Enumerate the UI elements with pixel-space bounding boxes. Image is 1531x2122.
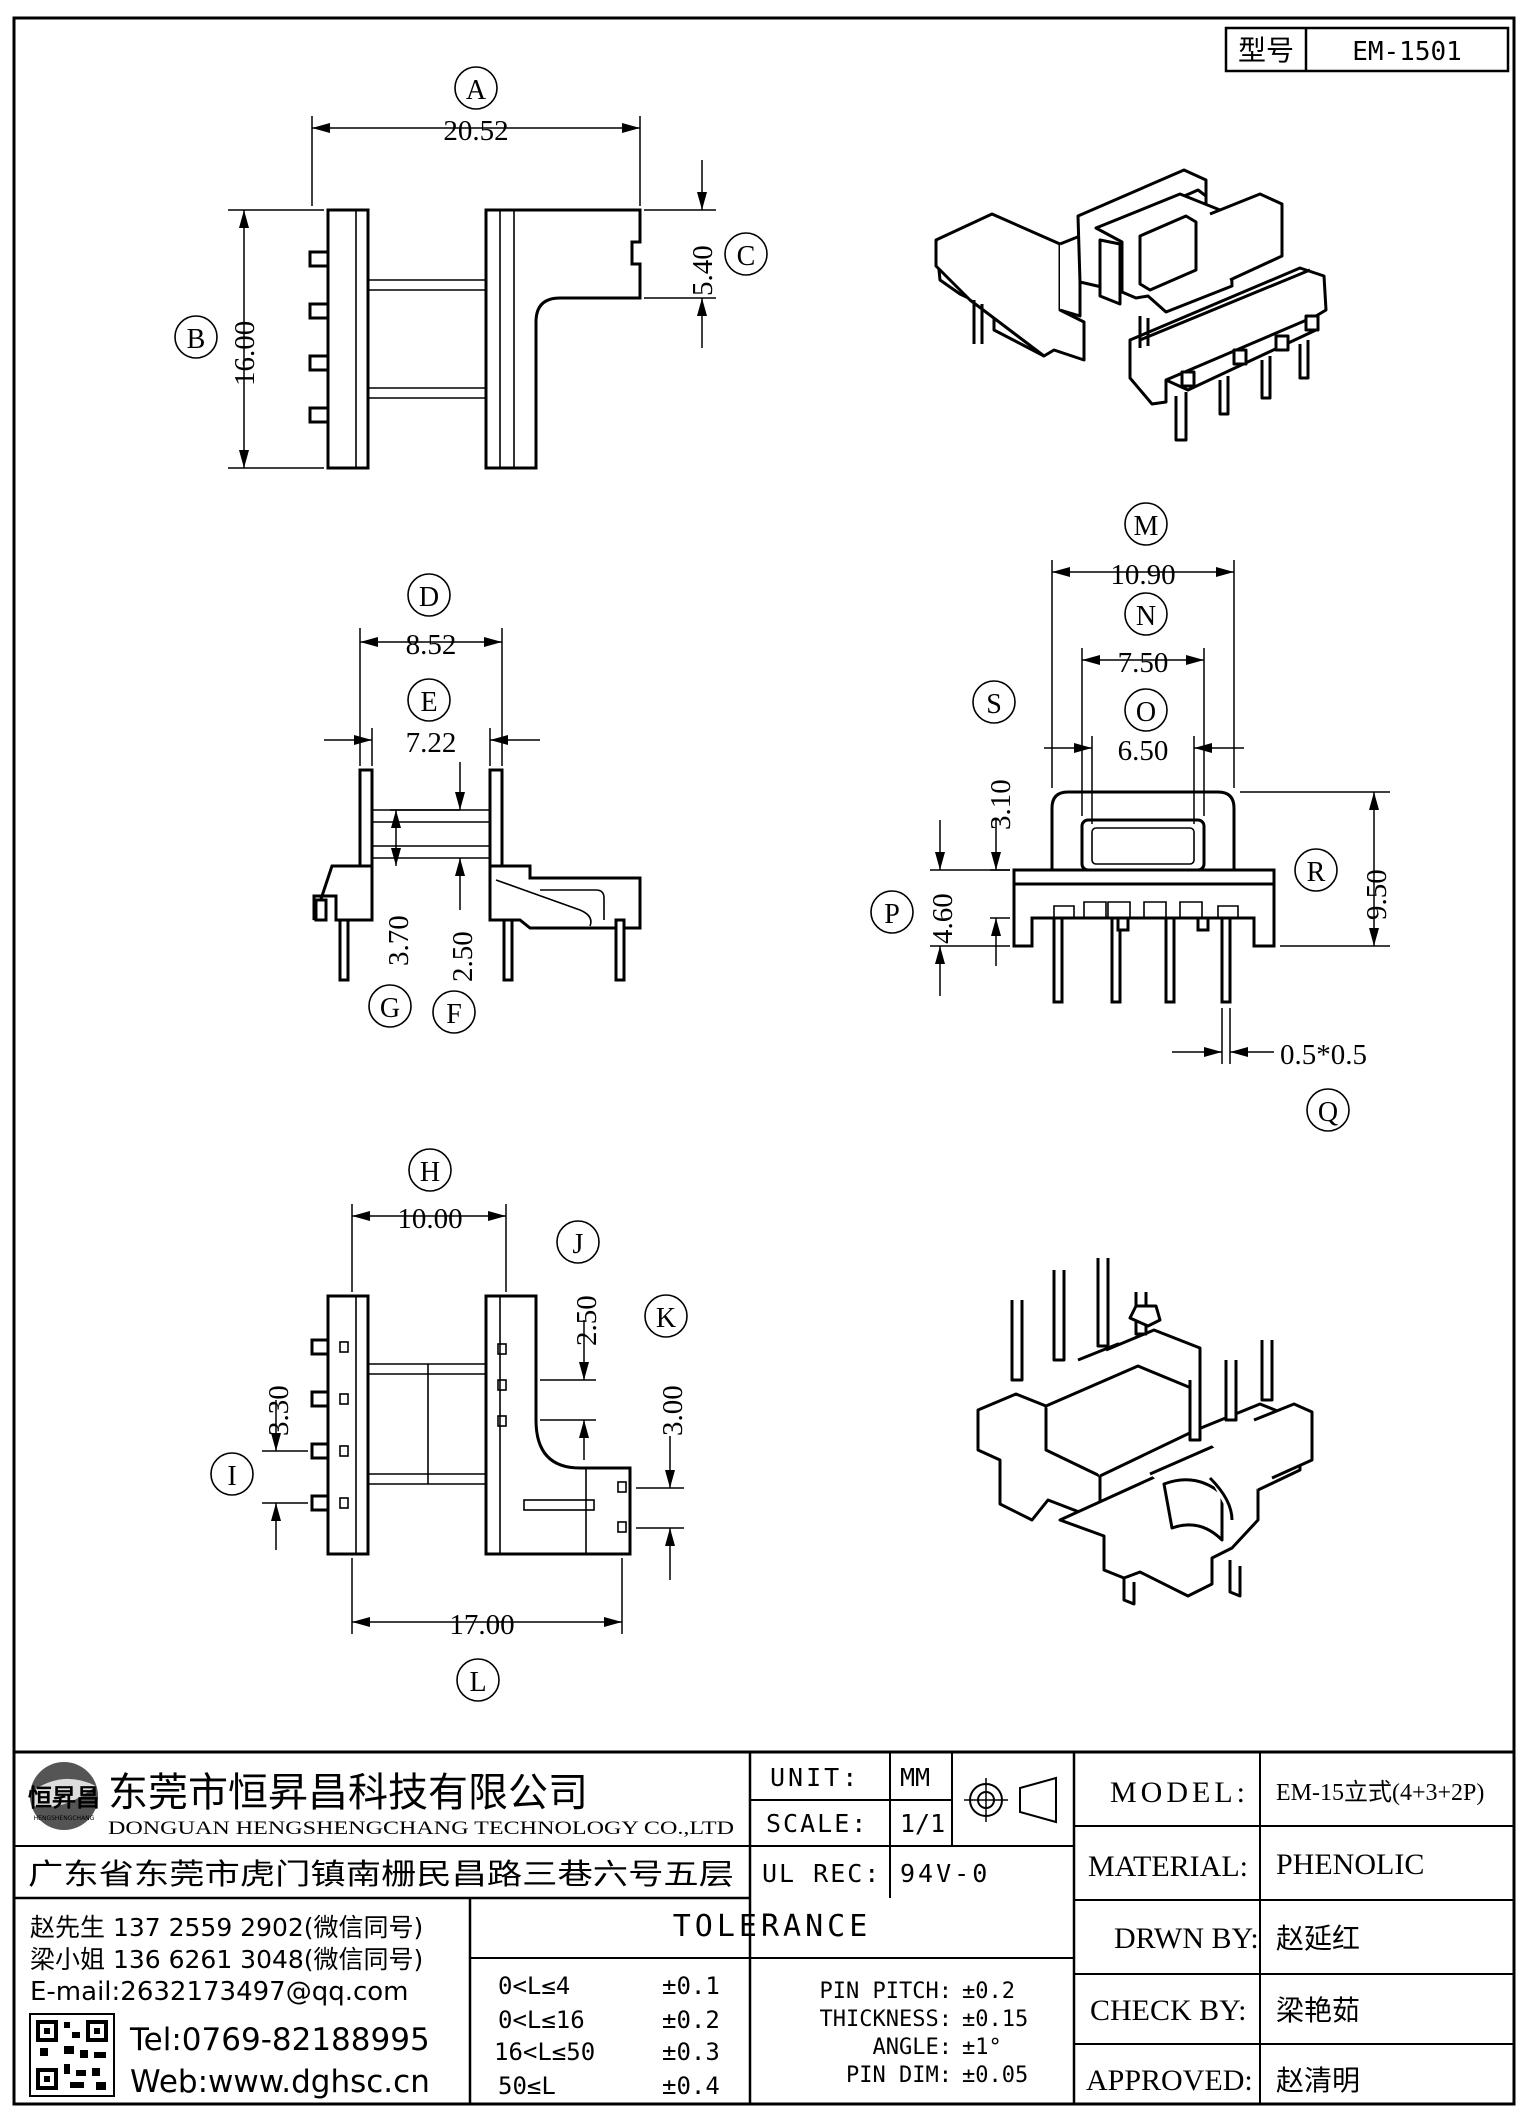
dim-k-letter: K xyxy=(656,1303,676,1334)
dim-j-value: 2.50 xyxy=(571,1295,603,1346)
tolerance-title: TOLERANCE xyxy=(673,1909,872,1944)
dim-n-letter: N xyxy=(1136,601,1156,632)
model-value: EM-15立式(4+3+2P) xyxy=(1276,1779,1484,1806)
dim-q-value: 0.5*0.5 xyxy=(1280,1039,1367,1071)
drwn-label: DRWN BY: xyxy=(1114,1922,1259,1955)
pin-dim-value: ±0.05 xyxy=(962,2063,1028,2088)
isometric-view-top xyxy=(934,168,1328,442)
check-value: 梁艳茹 xyxy=(1276,1994,1360,2027)
thickness-label: THICKNESS: xyxy=(820,2007,952,2032)
isometric-view-bottom xyxy=(976,1258,1314,1606)
material-value: PHENOLIC xyxy=(1276,1848,1424,1881)
angle-label: ANGLE: xyxy=(873,2035,952,2060)
dim-n-value: 7.50 xyxy=(1118,647,1169,679)
dim-d-letter: D xyxy=(419,582,439,613)
scale-value: 1/1 xyxy=(900,1809,945,1838)
dim-p-value: 4.60 xyxy=(927,893,959,944)
contact-web: Web:www.dghsc.cn xyxy=(130,2064,430,2100)
logo-subtext: HENGSHENGCHANG xyxy=(34,1815,95,1822)
title-block: 恒昇昌 HENGSHENGCHANG 东莞市恒昇昌科技有限公司 DONGUAN … xyxy=(14,1750,1514,2104)
scale-label: SCALE: xyxy=(766,1809,868,1838)
dim-p-letter: P xyxy=(884,899,900,930)
dim-b-letter: B xyxy=(187,324,206,355)
logo-text: 恒昇昌 xyxy=(28,1784,100,1812)
ulrec-label: UL REC: xyxy=(762,1859,881,1888)
header-model-value: EM-1501 xyxy=(1352,37,1462,67)
dim-f-value: 2.50 xyxy=(447,931,479,982)
contact-tel: Tel:0769-82188995 xyxy=(129,2022,430,2058)
dim-i-letter: I xyxy=(227,1461,236,1492)
front-view: 10.90 M 7.50 N 6.50 O 3.10 S xyxy=(870,502,1393,1132)
dim-c-letter: C xyxy=(737,241,756,272)
dim-m-letter: M xyxy=(1134,511,1159,542)
company-address: 广东省东莞市虎门镇南栅民昌路三巷六号五层 xyxy=(28,1857,734,1891)
contact-1: 赵先生 137 2559 2902(微信同号) xyxy=(30,1913,423,1942)
dim-f-letter: F xyxy=(446,999,462,1030)
tol-value-4: ±0.4 xyxy=(662,2072,720,2100)
dim-a-value: 20.52 xyxy=(443,115,508,147)
company-name-en: DONGUAN HENGSHENGCHANG TECHNOLOGY CO.,LT… xyxy=(108,1818,734,1839)
dim-l-letter: L xyxy=(469,1667,486,1698)
dim-j-letter: J xyxy=(573,1229,584,1260)
dim-o-letter: O xyxy=(1136,697,1156,728)
dim-g-value: 3.70 xyxy=(383,915,415,966)
dim-l-value: 17.00 xyxy=(449,1609,514,1641)
tol-value-2: ±0.2 xyxy=(662,2006,720,2034)
unit-label: UNIT: xyxy=(770,1763,860,1792)
qr-code-icon xyxy=(29,2013,115,2097)
top-view: 20.52 A 16.00 B 5.40 C xyxy=(174,66,768,470)
tol-range-4: 50≤L xyxy=(498,2072,556,2100)
dim-h-value: 10.00 xyxy=(397,1203,462,1235)
dim-g-letter: G xyxy=(380,993,400,1024)
model-label: MODEL: xyxy=(1110,1776,1249,1809)
dim-o-value: 6.50 xyxy=(1118,735,1169,767)
dim-c-value: 5.40 xyxy=(687,245,719,296)
dim-r-letter: R xyxy=(1307,857,1326,888)
top-view-left-flange xyxy=(326,208,370,470)
pin-pitch-label: PIN PITCH: xyxy=(820,1979,952,2004)
pin-dim-label: PIN DIM: xyxy=(846,2063,952,2088)
tol-range-1: 0<L≤4 xyxy=(498,1972,570,2000)
ulrec-value: 94V-0 xyxy=(900,1859,990,1888)
thickness-value: ±0.15 xyxy=(962,2007,1028,2032)
dim-e-letter: E xyxy=(420,687,437,718)
header-model-box: 型号 EM-1501 xyxy=(1224,26,1510,73)
unit-value: MM xyxy=(900,1763,930,1792)
dim-q-letter: Q xyxy=(1318,1097,1338,1128)
top-view-right-flange xyxy=(484,208,642,470)
dim-b-value: 16.00 xyxy=(229,321,261,386)
angle-value: ±1° xyxy=(962,2035,1002,2060)
approved-value: 赵清明 xyxy=(1276,2064,1360,2097)
dim-d-value: 8.52 xyxy=(406,629,457,661)
contact-2: 梁小姐 136 6261 3048(微信同号) xyxy=(30,1945,423,1974)
dim-k-value: 3.00 xyxy=(657,1385,689,1436)
projection-symbol-icon xyxy=(964,1776,1057,1824)
tol-range-3: 16<L≤50 xyxy=(494,2038,595,2066)
tol-value-1: ±0.1 xyxy=(662,1972,720,2000)
sheet-border xyxy=(12,16,1516,2106)
company-logo: 恒昇昌 HENGSHENGCHANG xyxy=(28,1762,100,1830)
bottom-view: 10.00 H 3.30 I 2.50 J 3.00 K xyxy=(210,1148,689,1702)
contact-email: E-mail:2632173497@qq.com xyxy=(30,1977,409,2007)
check-label: CHECK BY: xyxy=(1090,1994,1246,2027)
drwn-value: 赵延红 xyxy=(1276,1922,1360,1955)
side-view: 8.52 D 7.22 E 3.70 G 2.50 F xyxy=(312,573,642,1034)
dim-a-letter: A xyxy=(466,75,487,106)
dim-r-value: 9.50 xyxy=(1361,869,1393,920)
tolerance-table: 0<L≤4 ±0.1 0<L≤16 ±0.2 16<L≤50 ±0.3 50≤L… xyxy=(494,1972,1028,2100)
dim-s-letter: S xyxy=(986,689,1002,720)
tol-range-2: 0<L≤16 xyxy=(498,2006,585,2034)
material-label: MATERIAL: xyxy=(1088,1850,1248,1883)
dim-h-letter: H xyxy=(420,1157,440,1188)
dim-i-value: 3.30 xyxy=(263,1385,295,1436)
tol-value-3: ±0.3 xyxy=(662,2038,720,2066)
pin-pitch-value: ±0.2 xyxy=(962,1979,1015,2004)
header-model-label: 型号 xyxy=(1238,34,1294,67)
dim-e-value: 7.22 xyxy=(406,727,457,759)
approved-label: APPROVED: xyxy=(1086,2064,1253,2097)
dim-s-value: 3.10 xyxy=(985,779,1017,830)
dim-m-value: 10.90 xyxy=(1110,559,1175,591)
company-name-cn: 东莞市恒昇昌科技有限公司 xyxy=(108,1770,588,1816)
